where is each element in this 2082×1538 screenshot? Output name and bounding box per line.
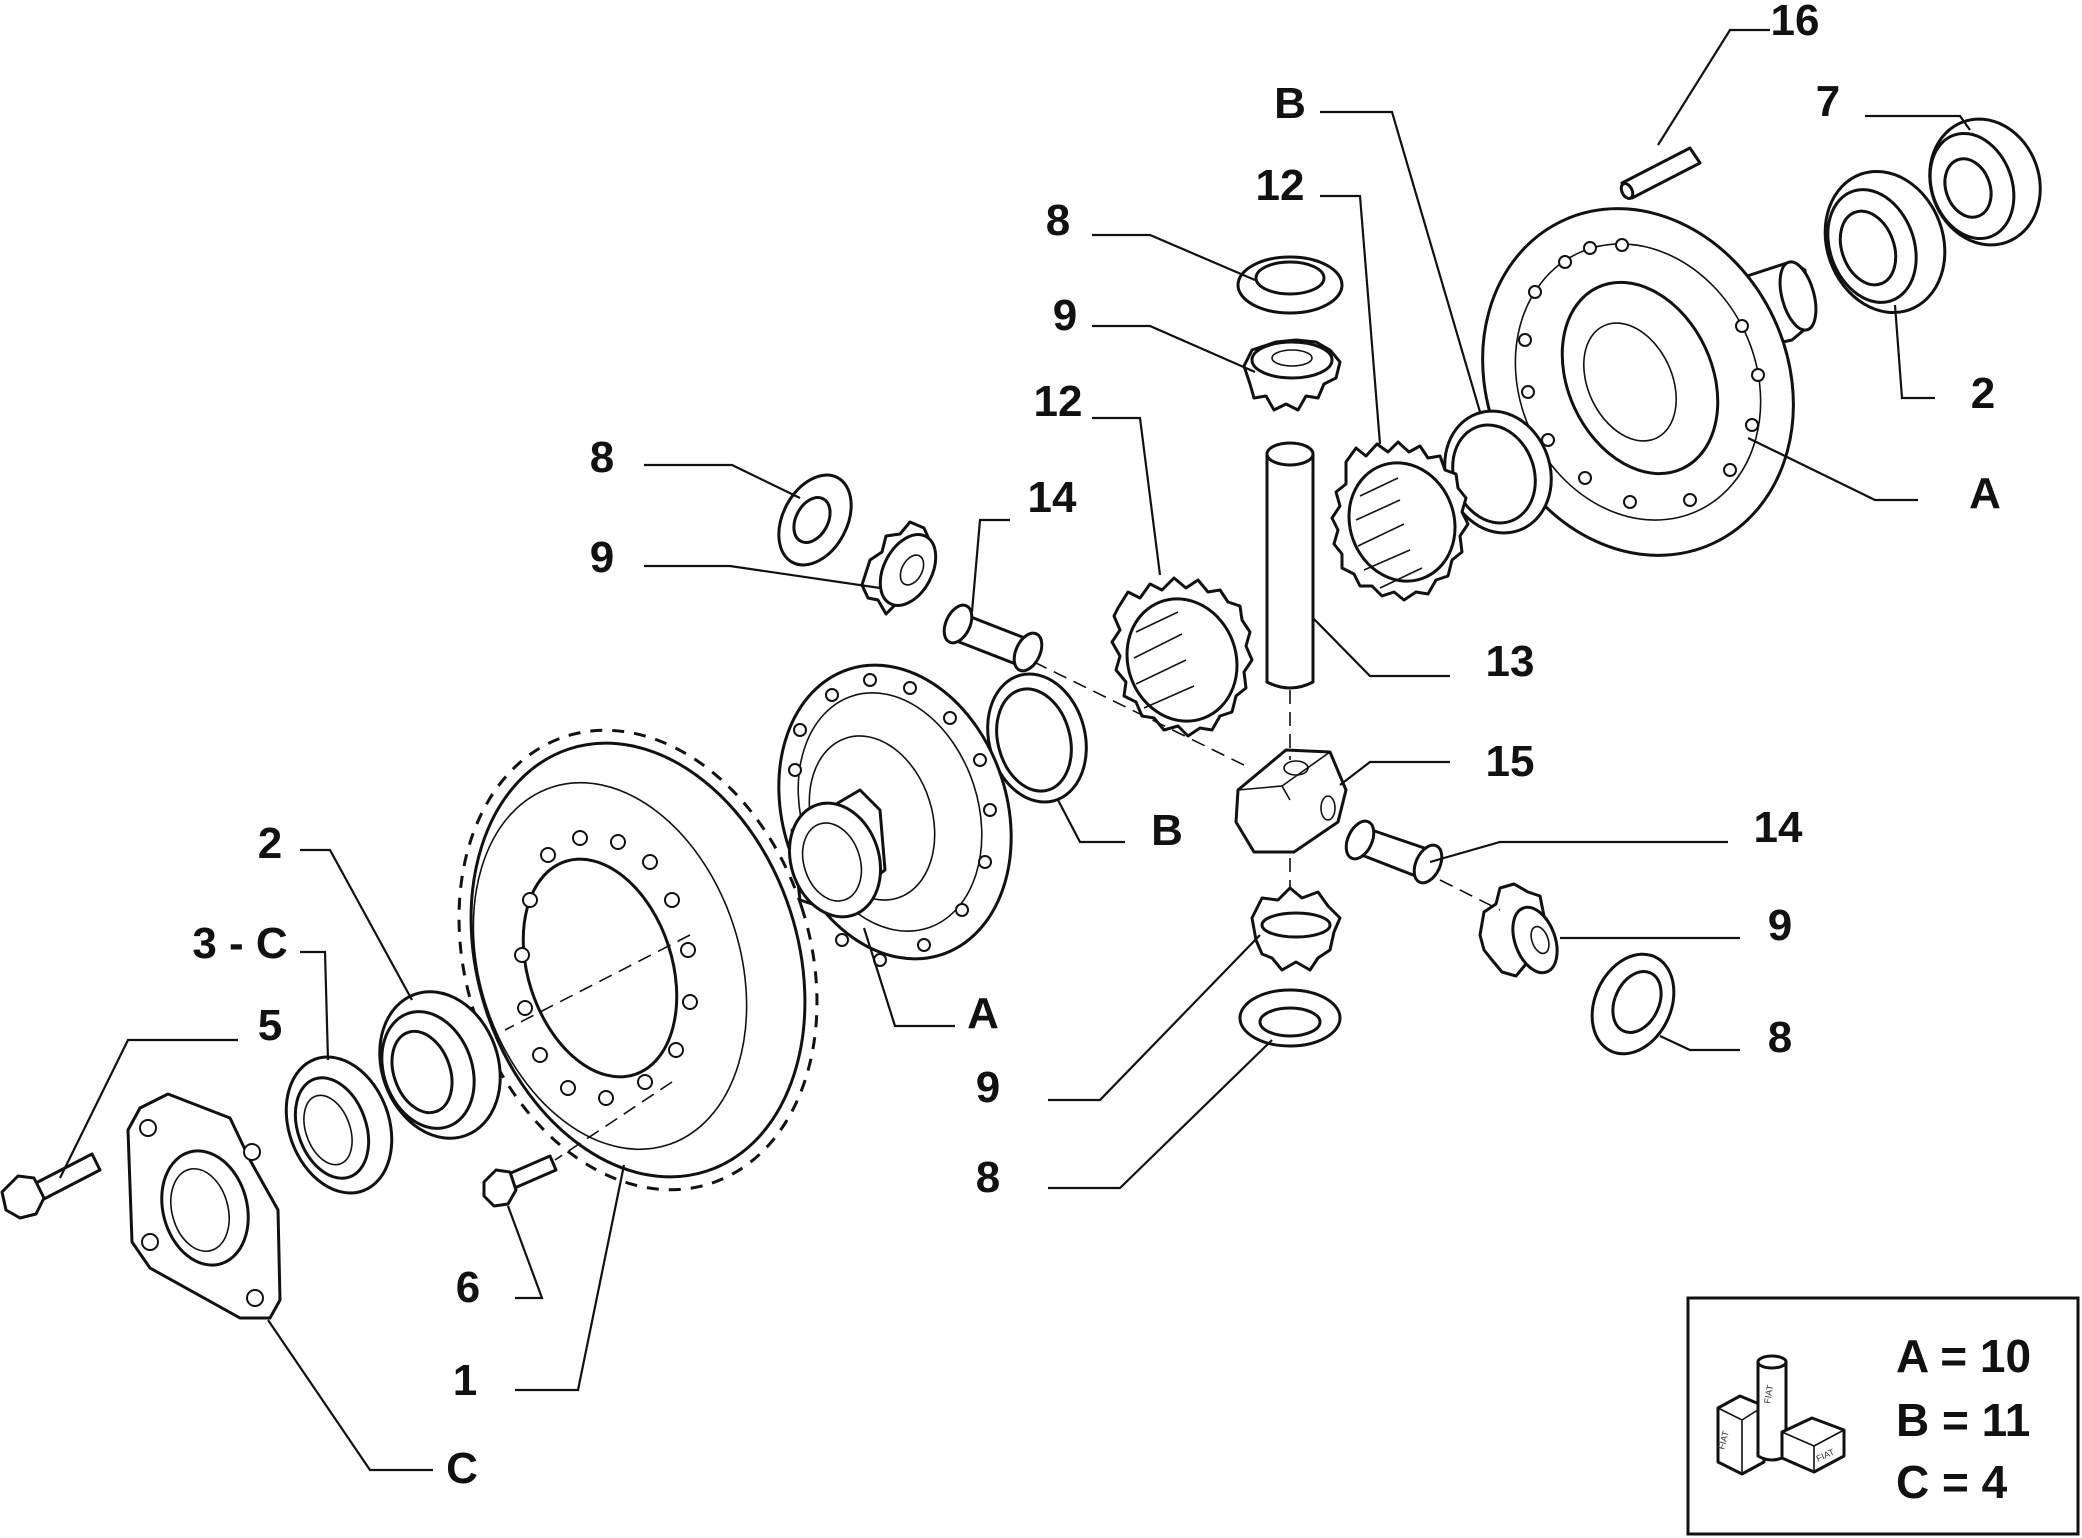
callout-13: 13 — [1486, 637, 1535, 686]
callout-2: 2 — [1971, 369, 1995, 418]
thrust-washer-8-right — [1590, 952, 1676, 1056]
thrust-washer-8-bottom — [1238, 988, 1342, 1048]
fiat-icon-text: FIAT — [1716, 1429, 1731, 1450]
callout-6: 6 — [456, 1263, 480, 1312]
legend-box: FIAT FIAT FIAT A = 10 B = 11 C = 4 — [1686, 1296, 2080, 1536]
callout-12: 12 — [1034, 377, 1083, 426]
pinion-gear-9-bottom — [1250, 886, 1342, 972]
legend-item-A: A = 10 — [1896, 1330, 2031, 1382]
thrust-washer-B-top — [1443, 409, 1553, 535]
fiat-icon-text: FIAT — [1762, 1384, 1775, 1405]
leader-lines — [59, 28, 1971, 1472]
callout-9: 9 — [1053, 291, 1077, 340]
callout-9: 9 — [590, 533, 614, 582]
flange-cover-C — [126, 1092, 282, 1320]
ring-gear-1 — [457, 728, 819, 1192]
callout-8: 8 — [590, 433, 614, 482]
spacer-pin-14-right — [1344, 819, 1444, 885]
callout-5: 5 — [258, 1001, 282, 1050]
legend-item-C: C = 4 — [1896, 1456, 2008, 1508]
bearing-2-right — [1823, 169, 1947, 315]
legend-item-B: B = 11 — [1896, 1394, 2030, 1446]
roll-pin-16 — [1619, 146, 1702, 200]
callout-8: 8 — [976, 1153, 1000, 1202]
callout-14: 14 — [1754, 803, 1803, 852]
callout-16: 16 — [1771, 0, 1820, 45]
callout-2: 2 — [258, 819, 282, 868]
callout-12: 12 — [1256, 161, 1305, 210]
callout-B: B — [1151, 806, 1183, 855]
callout-A: A — [1969, 469, 2001, 518]
side-gear-12-mid — [1110, 576, 1254, 738]
bolt-5 — [0, 1152, 102, 1220]
callout-A: A — [967, 989, 999, 1038]
callout-8: 8 — [1046, 196, 1070, 245]
pinion-gear-9-top — [1242, 338, 1342, 412]
spacer-pin-14-top — [942, 603, 1044, 673]
callout-9: 9 — [1768, 901, 1792, 950]
callout-7: 7 — [1816, 77, 1840, 126]
cross-block-15 — [1234, 748, 1348, 854]
thrust-washer-8-left — [777, 473, 853, 567]
pinion-gear-9-right — [1478, 882, 1559, 978]
callout-15: 15 — [1486, 737, 1535, 786]
bolt-6 — [482, 1154, 558, 1208]
callout-B: B — [1274, 79, 1306, 128]
differential-case-left-A — [777, 663, 1013, 967]
callout-labels: 16 7 B 12 8 9 2 A 12 8 14 9 13 15 B 14 9… — [192, 0, 2001, 1493]
pinion-gear-9-left — [860, 520, 938, 616]
callout-14: 14 — [1028, 473, 1077, 522]
callout-9: 9 — [976, 1063, 1000, 1112]
centerlines — [504, 661, 1501, 1161]
callout-8: 8 — [1768, 1013, 1792, 1062]
seal-3-C — [284, 1055, 394, 1195]
shaft-13 — [1265, 441, 1315, 690]
thrust-washer-8-top — [1236, 255, 1344, 315]
callout-1: 1 — [453, 1356, 477, 1405]
callout-C: C — [446, 1444, 478, 1493]
seal-7 — [1928, 117, 2042, 247]
bearing-2-left — [378, 990, 502, 1140]
differential-case-right-A — [1481, 207, 1818, 557]
callout-3-C: 3 - C — [192, 919, 287, 968]
side-gear-12-top — [1330, 440, 1470, 602]
fiat-parts-icon: FIAT FIAT FIAT — [1716, 1354, 1846, 1476]
